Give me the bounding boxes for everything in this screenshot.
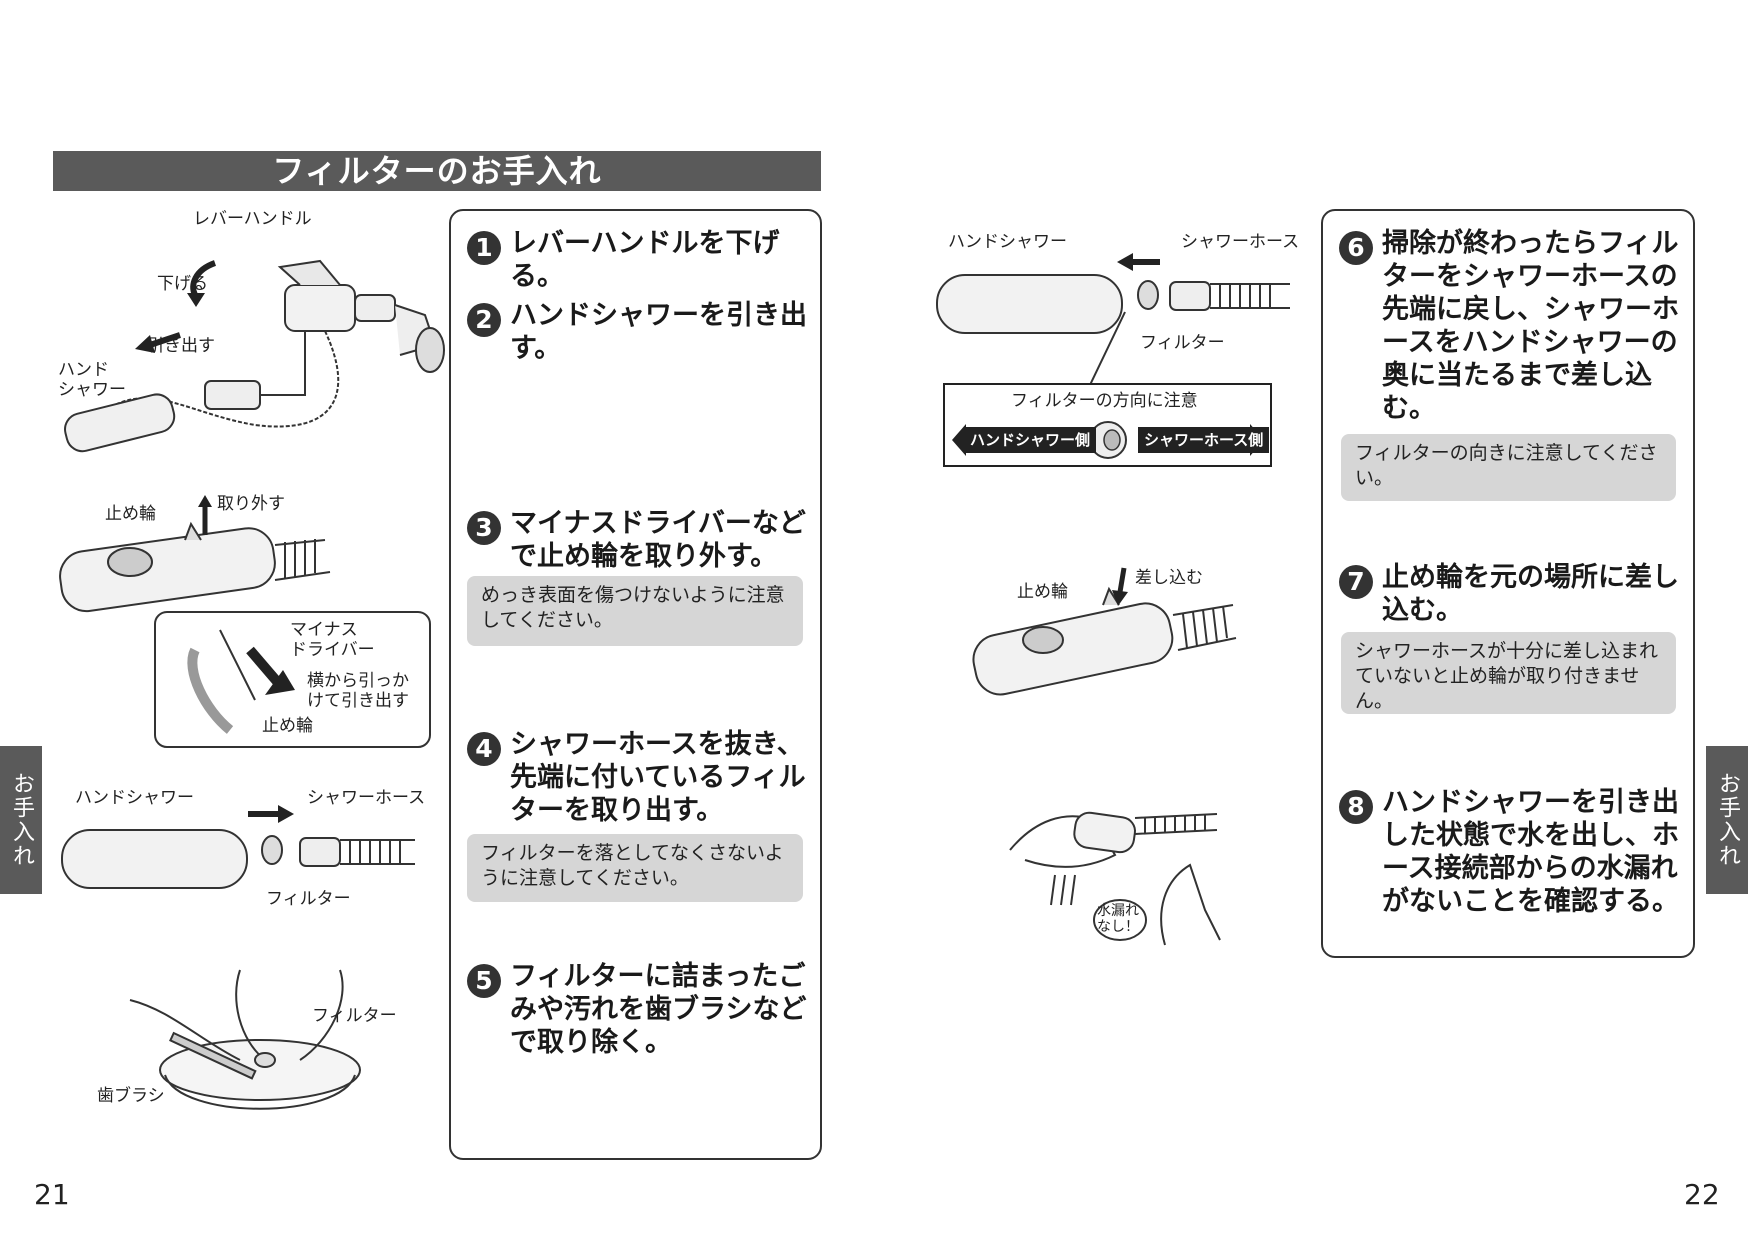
step-number: 5 bbox=[467, 964, 501, 998]
step-2: 2 ハンドシャワーを引き出す。 bbox=[467, 299, 817, 365]
stop-ring-illustration bbox=[59, 495, 431, 748]
step-text: ハンドシャワーを引き出した状態で水を出し、ホース接続部からの水漏れがないことを確… bbox=[1382, 787, 1679, 917]
step-6-note: フィルターの向きに注意してください。 bbox=[1341, 434, 1676, 501]
step-number: 2 bbox=[467, 303, 501, 337]
step-text: シャワーホースを抜き、先端に付いているフィルターを取り出す。 bbox=[510, 729, 806, 826]
label-pull-out: 引き出す bbox=[147, 336, 215, 356]
label-filter: フィルター bbox=[266, 889, 351, 909]
filter-separated-illustration bbox=[61, 805, 415, 889]
cleaning-illustration bbox=[129, 969, 361, 1110]
step-text: フィルターに詰まったごみや汚れを歯ブラシなどで取り除く。 bbox=[510, 961, 807, 1058]
label-lower: 下げる bbox=[157, 274, 208, 294]
step-number: 7 bbox=[1339, 565, 1373, 599]
step-number: 8 bbox=[1339, 790, 1373, 824]
page-number-left: 21 bbox=[34, 1178, 70, 1211]
insert-arrow bbox=[1112, 567, 1128, 606]
insert-ring-illustration bbox=[972, 586, 1237, 696]
step-number: 1 bbox=[467, 231, 501, 265]
label-stop-ring: 止め輪 bbox=[105, 504, 156, 524]
label-stop-ring-2: 止め輪 bbox=[262, 716, 313, 736]
label-hand-shower-side: ハンドシャワー側 bbox=[964, 427, 1097, 453]
label-hand-shower-right: ハンドシャワー bbox=[948, 232, 1067, 252]
section-title: フィルターのお手入れ bbox=[53, 151, 821, 191]
step-4: 4 シャワーホースを抜き、先端に付いているフィルターを取り出す。 bbox=[467, 728, 807, 827]
step-8: 8 ハンドシャワーを引き出した状態で水を出し、ホース接続部からの水漏れがないこと… bbox=[1339, 786, 1684, 918]
step-text: マイナスドライバーなどで止め輪を取り外す。 bbox=[510, 508, 806, 572]
step-7-note: シャワーホースが十分に差し込まれていないと止め輪が取り付きません。 bbox=[1341, 632, 1676, 714]
side-tab-right: お手入れ bbox=[1706, 746, 1748, 894]
water-test-illustration bbox=[1009, 811, 1221, 946]
label-stop-ring-right: 止め輪 bbox=[1017, 582, 1068, 602]
step-3-note: めっき表面を傷つけないように注意してください。 bbox=[467, 576, 803, 646]
label-remove: 取り外す bbox=[217, 494, 285, 514]
label-shower-hose-side: シャワーホース側 bbox=[1138, 427, 1270, 453]
label-lever-handle: レバーハンドル bbox=[193, 209, 312, 229]
faucet-illustration bbox=[64, 259, 445, 453]
step-number: 6 bbox=[1339, 231, 1373, 265]
label-insert: 差し込む bbox=[1135, 568, 1203, 588]
step-7: 7 止め輪を元の場所に差し込む。 bbox=[1339, 561, 1684, 627]
step-text: ハンドシャワーを引き出す。 bbox=[510, 300, 807, 364]
step-text: 掃除が終わったらフィルターをシャワーホースの先端に戻し、シャワーホースをハンドシ… bbox=[1382, 228, 1679, 424]
label-hand-shower-2: ハンドシャワー bbox=[75, 788, 194, 808]
label-minus-driver: マイナス ドライバー bbox=[290, 620, 375, 660]
step-number: 4 bbox=[467, 732, 501, 766]
label-filter-right: フィルター bbox=[1140, 333, 1225, 353]
label-hand-shower: ハンド シャワー bbox=[58, 360, 126, 400]
step-3: 3 マイナスドライバーなどで止め輪を取り外す。 bbox=[467, 507, 807, 573]
step-4-note: フィルターを落としてなくさないように注意してください。 bbox=[467, 834, 803, 902]
right-steps-panel bbox=[1321, 209, 1695, 958]
left-steps-panel bbox=[449, 209, 822, 1160]
side-tab-left: お手入れ bbox=[0, 746, 42, 894]
label-filter-2: フィルター bbox=[312, 1006, 397, 1026]
step-5: 5 フィルターに詰まったごみや汚れを歯ブラシなどで取り除く。 bbox=[467, 960, 807, 1059]
label-shower-hose: シャワーホース bbox=[307, 788, 426, 808]
label-direction-note: フィルターの方向に注意 bbox=[1011, 391, 1198, 411]
step-text: 止め輪を元の場所に差し込む。 bbox=[1382, 562, 1679, 626]
reinsert-illustration bbox=[936, 253, 1290, 386]
step-text: レバーハンドルを下げる。 bbox=[510, 228, 780, 292]
step-6: 6 掃除が終わったらフィルターをシャワーホースの先端に戻し、シャワーホースをハン… bbox=[1339, 227, 1684, 425]
label-no-leak: 水漏れ なし！ bbox=[1097, 903, 1139, 935]
label-toothbrush: 歯ブラシ bbox=[97, 1086, 165, 1106]
label-hook-pull: 横から引っか けて引き出す bbox=[307, 671, 409, 711]
label-shower-hose-right: シャワーホース bbox=[1181, 232, 1300, 252]
step-1: 1 レバーハンドルを下げる。 bbox=[467, 227, 817, 293]
page-number-right: 22 bbox=[1684, 1178, 1720, 1211]
step-number: 3 bbox=[467, 511, 501, 545]
